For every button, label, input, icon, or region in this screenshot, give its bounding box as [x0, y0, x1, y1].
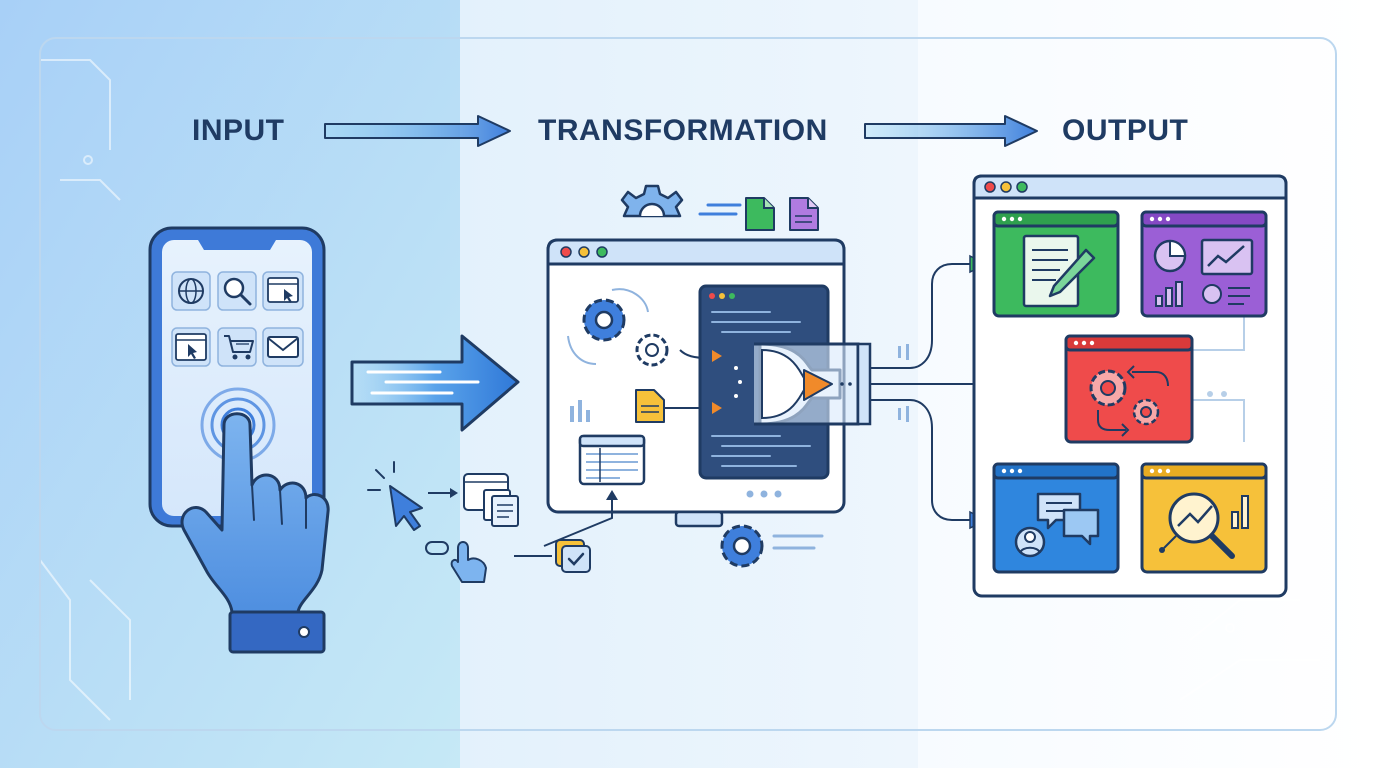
gear-icon — [620, 184, 684, 218]
analytics-icon — [1153, 238, 1254, 307]
panel-links — [1192, 316, 1245, 442]
bar-mini-icon — [570, 400, 590, 422]
window-cursor-icon[interactable] — [171, 327, 211, 367]
stage-title-input: INPUT — [192, 114, 285, 147]
document-edit-panel[interactable] — [992, 210, 1120, 318]
table-window-icon — [578, 434, 646, 486]
search-analytics-icon — [1159, 492, 1249, 559]
gears-process-icon — [1089, 365, 1169, 437]
stage-title-output: OUTPUT — [1062, 114, 1189, 147]
circuit-decoration — [39, 59, 1320, 721]
analytics-panel[interactable] — [1140, 210, 1268, 318]
shopping-cart-icon[interactable] — [217, 327, 257, 367]
flow-arrow-head — [606, 490, 618, 500]
globe-icon[interactable] — [171, 271, 211, 311]
gears-icon — [567, 288, 669, 367]
gear-bottom-icon — [720, 524, 824, 568]
chat-user-icon — [1014, 492, 1100, 558]
connector-arrow — [428, 488, 458, 498]
documents-icon — [463, 473, 519, 527]
window-stand — [674, 510, 724, 528]
file-yellow-icon — [635, 389, 665, 423]
processor-funnel — [754, 342, 872, 426]
window-dots — [746, 490, 782, 498]
motion-lines — [698, 203, 742, 216]
search-analytics-panel[interactable] — [1140, 462, 1268, 574]
connector-ticks — [898, 344, 909, 422]
link-hand-icon — [425, 541, 487, 583]
document-green-icon — [745, 197, 775, 231]
checkbox-icon — [514, 539, 591, 573]
document-edit-icon — [1022, 234, 1096, 308]
pointing-hand — [180, 412, 330, 654]
stage-arrow-input-transformation — [324, 115, 511, 147]
search-icon[interactable] — [217, 271, 257, 311]
process-panel[interactable] — [1064, 334, 1194, 444]
document-purple-icon — [789, 197, 819, 231]
mail-icon[interactable] — [262, 327, 304, 367]
outer-frame — [39, 37, 1337, 731]
motion-arrow — [350, 334, 520, 432]
click-cursor-icon — [367, 461, 423, 531]
chat-panel[interactable] — [992, 462, 1120, 574]
stage-arrow-transformation-output — [864, 115, 1038, 147]
stage-title-transformation: TRANSFORMATION — [538, 114, 828, 147]
browser-cursor-icon[interactable] — [262, 271, 304, 311]
